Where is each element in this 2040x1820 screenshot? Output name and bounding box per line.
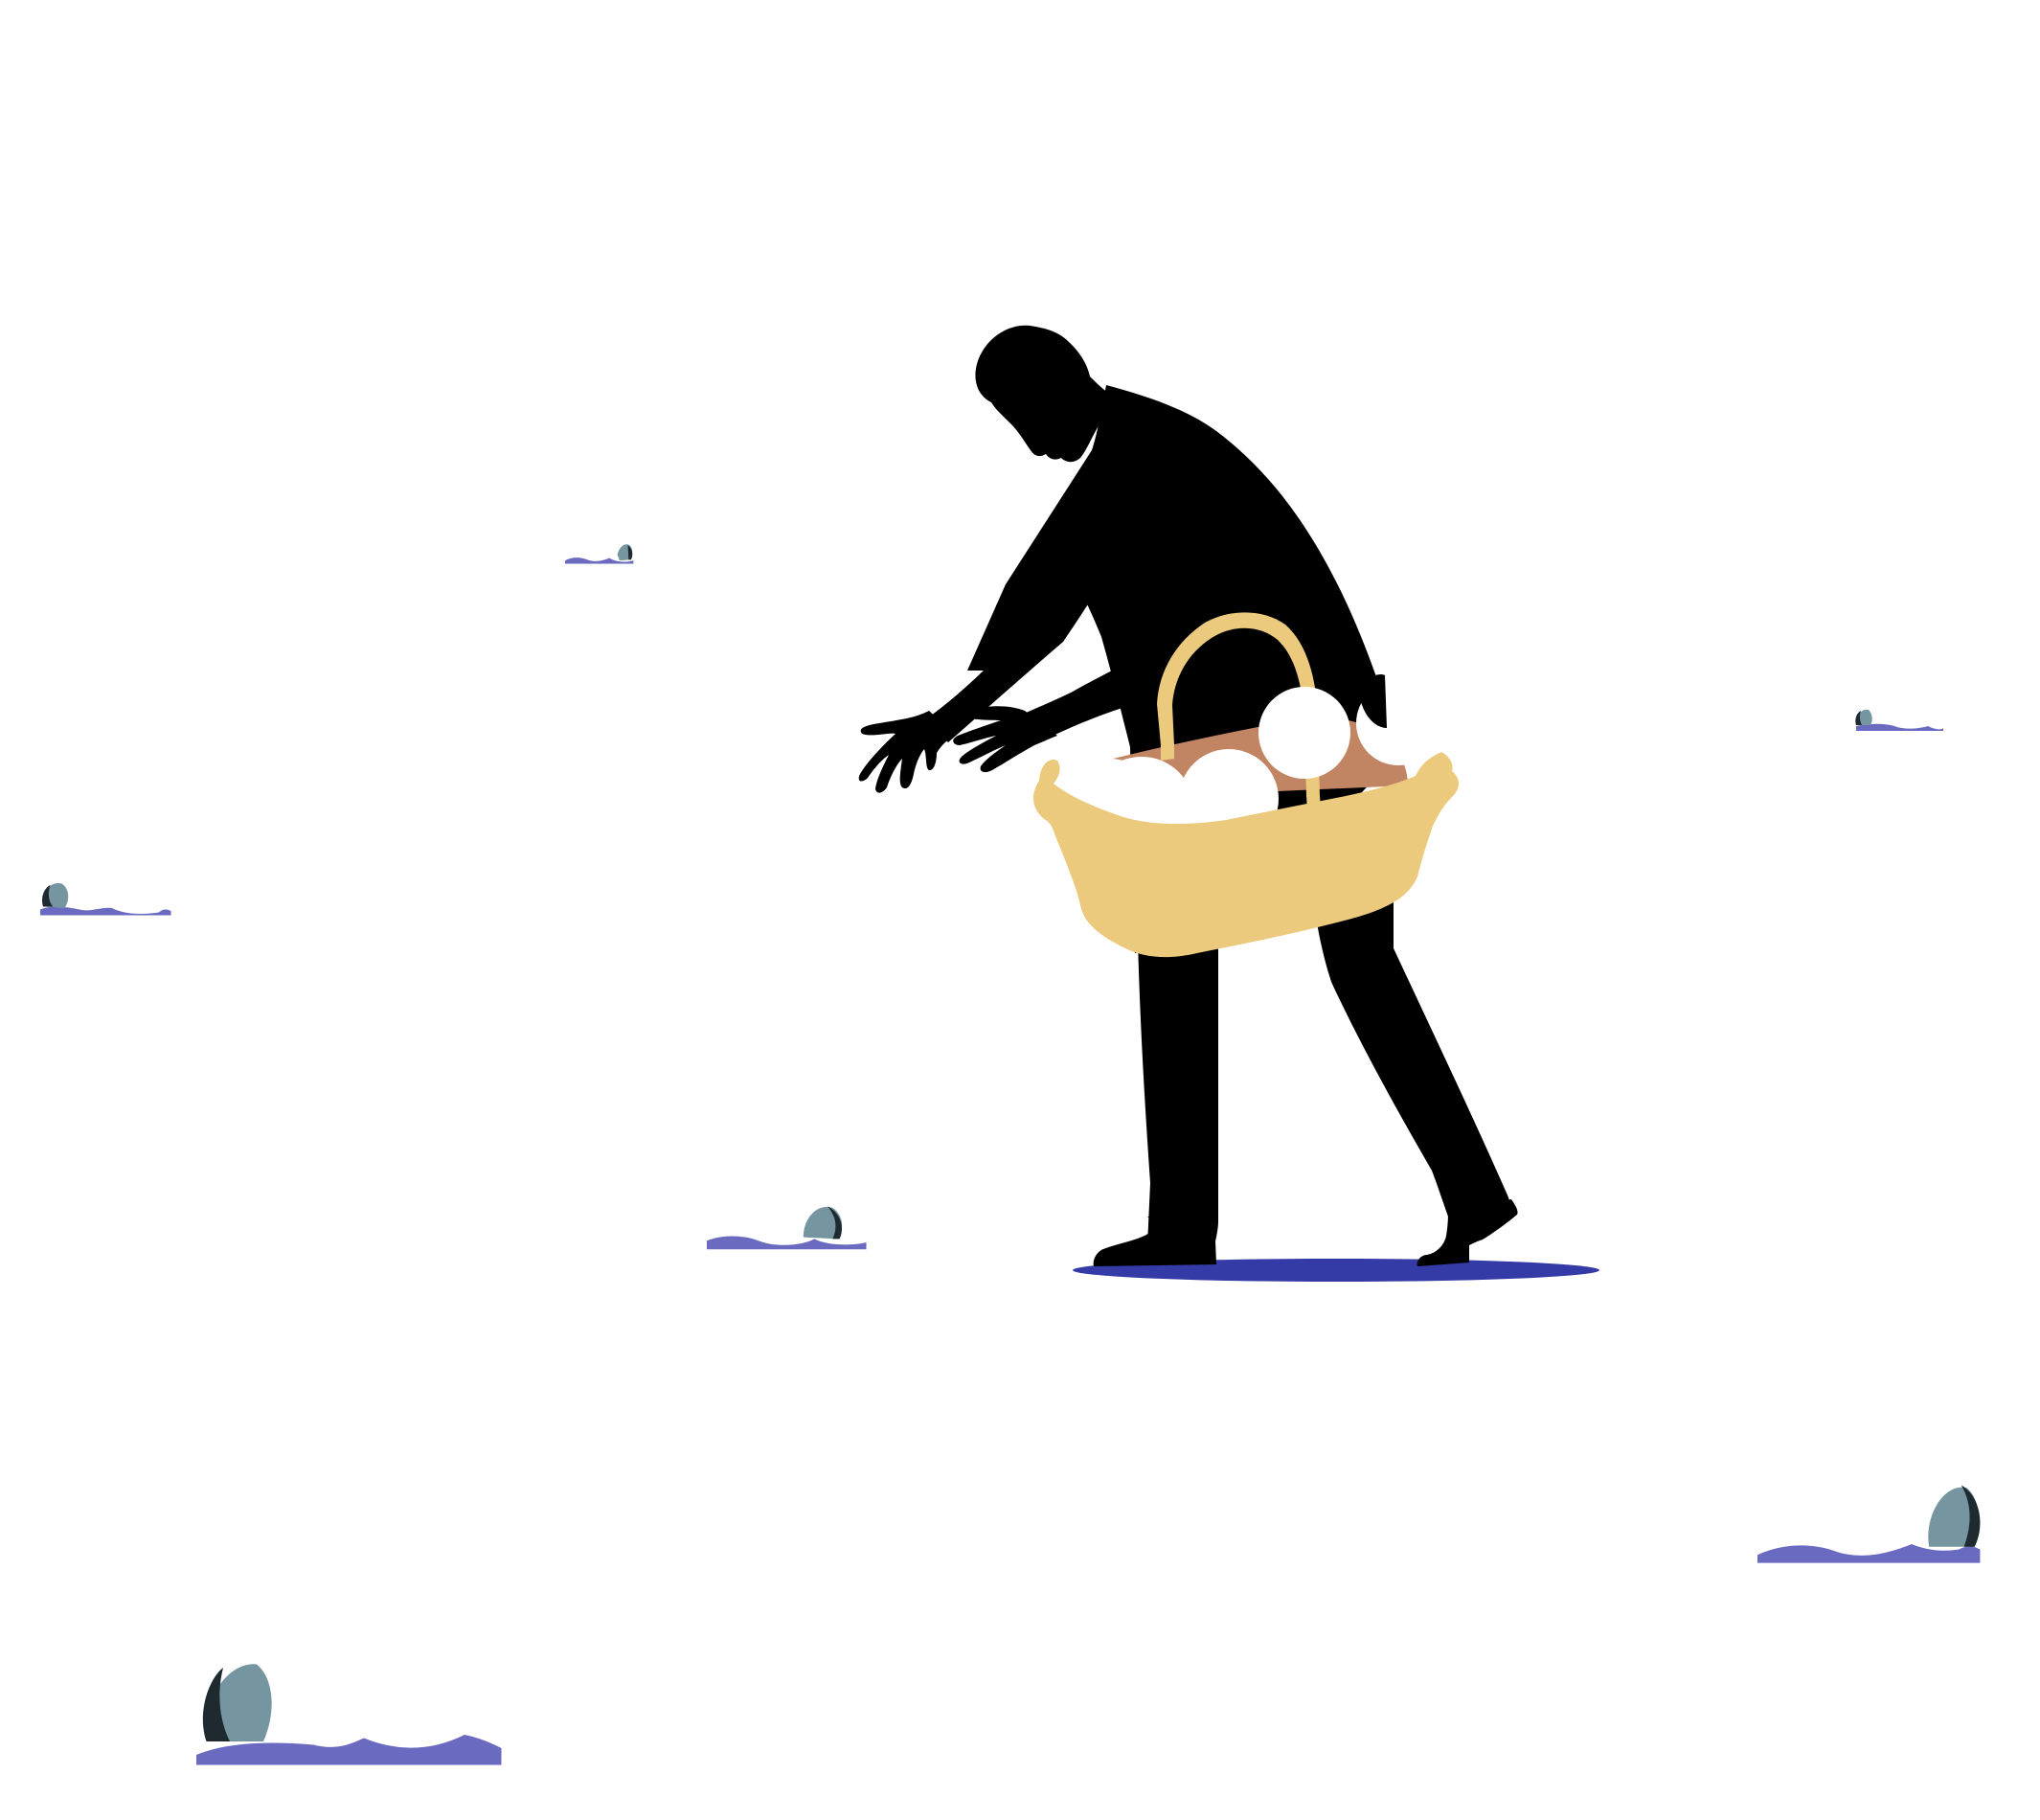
back-hand <box>858 711 956 793</box>
front-arm <box>1017 637 1188 747</box>
shell-shard <box>1856 709 1872 725</box>
egg-puddle <box>196 1735 502 1765</box>
basket-body <box>1032 766 1460 958</box>
front-hand <box>953 706 1057 773</box>
egg-puddle <box>1856 723 1943 731</box>
back-leg <box>1138 934 1218 1245</box>
shell-shard <box>1928 1487 1979 1547</box>
front-shoe <box>1417 1199 1518 1266</box>
egg-basket <box>1032 612 1460 958</box>
front-leg <box>1312 891 1511 1217</box>
egg-puddle <box>1757 1544 1981 1563</box>
back-arm <box>924 455 1106 742</box>
broken-egg-far-top-left <box>565 544 634 564</box>
egg-puddle <box>40 906 171 916</box>
broken-egg-near-feet <box>707 1206 867 1250</box>
head <box>975 325 1111 463</box>
broken-egg-bottom-right <box>1757 1485 1981 1563</box>
broken-egg-bottom-left <box>196 1664 502 1765</box>
back-shoe <box>1093 1217 1216 1266</box>
shell-shard <box>803 1206 843 1240</box>
broken-egg-right-edge <box>1855 709 1943 731</box>
egg <box>1258 687 1350 779</box>
broken-egg-left-edge <box>40 883 171 916</box>
basket-handle-front <box>1306 795 1322 828</box>
shell-shard <box>207 1664 272 1741</box>
egg-puddle <box>565 557 634 564</box>
egg-puddle <box>707 1236 867 1250</box>
